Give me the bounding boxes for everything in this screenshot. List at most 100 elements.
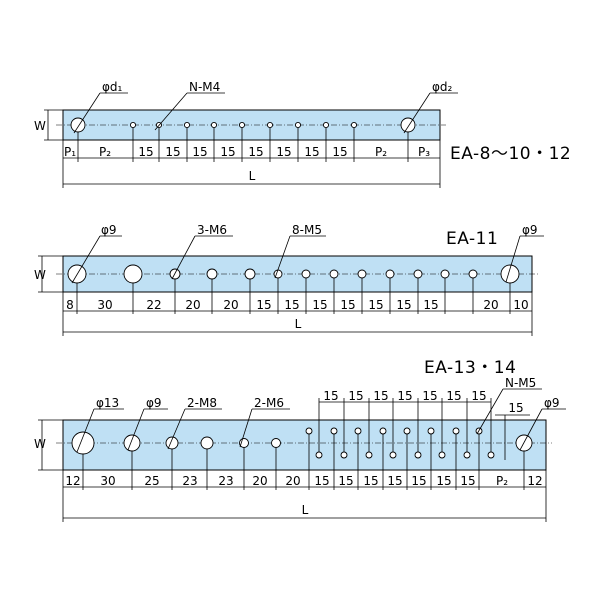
m5-hole bbox=[357, 269, 367, 279]
m5-hole bbox=[365, 451, 373, 459]
spacing-label: 15 bbox=[387, 474, 402, 488]
width-label: W bbox=[34, 437, 46, 451]
pitch-label: 15 bbox=[446, 389, 461, 403]
bar-ea-13-14 bbox=[62, 419, 547, 471]
m5-hole bbox=[385, 269, 395, 279]
m5-hole bbox=[414, 451, 422, 459]
spacing-label: 30 bbox=[100, 474, 115, 488]
spacing-label: 20 bbox=[285, 474, 300, 488]
mounting-hole-9 bbox=[123, 434, 141, 452]
spacing-label: 20 bbox=[185, 298, 200, 312]
label-d2: φd₂ bbox=[432, 80, 453, 94]
m4-hole bbox=[322, 121, 330, 129]
model-name: EA-13・14 bbox=[424, 358, 516, 378]
m8-hole bbox=[200, 436, 214, 450]
spacing-label: 15 bbox=[338, 474, 353, 488]
label-phi9-left: φ9 bbox=[101, 223, 117, 237]
mounting-hole-9 bbox=[123, 264, 143, 284]
spacing-label: 15 bbox=[256, 298, 271, 312]
m5-hole bbox=[305, 427, 313, 435]
spacing-ticks-1 bbox=[62, 128, 441, 188]
spacing-label: 20 bbox=[252, 474, 267, 488]
m4-hole bbox=[129, 121, 137, 129]
spacing-label: 15 bbox=[192, 145, 207, 159]
model-name: EA-8～10・12 bbox=[450, 144, 571, 164]
mounting-hole-d2 bbox=[400, 117, 416, 133]
spacing-ticks-2 bbox=[62, 278, 533, 336]
spacing-labels-2: 8 30 22 20 20 15 15 15 15 15 15 15 20 10 bbox=[66, 298, 528, 312]
m5-hole bbox=[329, 269, 339, 279]
length-label: L bbox=[302, 503, 309, 517]
side-pitch-label: 15 bbox=[508, 401, 523, 415]
spacing-label: 30 bbox=[97, 298, 112, 312]
m5-hole bbox=[403, 427, 411, 435]
diagram-ea-11: W φ9 3-M6 8-M5 φ9 bbox=[34, 223, 544, 336]
label-3-m6: 3-M6 bbox=[197, 223, 227, 237]
spacing-label: 15 bbox=[314, 474, 329, 488]
spacing-label: 12 bbox=[65, 474, 80, 488]
spacing-label: P₃ bbox=[418, 145, 430, 159]
spacing-label: 15 bbox=[368, 298, 383, 312]
spacing-label: 22 bbox=[146, 298, 161, 312]
spacing-label: 15 bbox=[423, 298, 438, 312]
m5-hole bbox=[463, 451, 471, 459]
m4-hole bbox=[238, 121, 246, 129]
spacing-label: 15 bbox=[363, 474, 378, 488]
spacing-label: 15 bbox=[248, 145, 263, 159]
spacing-labels-3: 12 30 25 23 23 20 20 15 15 15 15 15 15 1… bbox=[65, 474, 542, 488]
spacing-label: 15 bbox=[276, 145, 291, 159]
label-2-m8: 2-M8 bbox=[187, 396, 217, 410]
m5-hole bbox=[340, 451, 348, 459]
spacing-label: 15 bbox=[436, 474, 451, 488]
m5-hole bbox=[468, 269, 478, 279]
spacing-label: 15 bbox=[304, 145, 319, 159]
label-phi9-left: φ9 bbox=[146, 396, 162, 410]
m5-hole bbox=[354, 427, 362, 435]
m5-hole bbox=[301, 269, 311, 279]
width-label: W bbox=[34, 119, 46, 133]
spacing-label: 15 bbox=[332, 145, 347, 159]
label-n-m4: N-M4 bbox=[189, 80, 220, 94]
pitch-label: 15 bbox=[397, 389, 412, 403]
m5-holes-staggered bbox=[305, 427, 495, 459]
m5-hole bbox=[315, 451, 323, 459]
spacing-label: 20 bbox=[223, 298, 238, 312]
model-name: EA-11 bbox=[446, 229, 498, 249]
spacing-label: 15 bbox=[411, 474, 426, 488]
label-n-m5: N-M5 bbox=[505, 376, 536, 390]
spacing-label: P₂ bbox=[496, 474, 508, 488]
label-phi13: φ13 bbox=[96, 396, 119, 410]
spacing-label: 8 bbox=[66, 298, 74, 312]
spacing-label: P₂ bbox=[375, 145, 387, 159]
pitch-label: 15 bbox=[373, 389, 388, 403]
m4-hole bbox=[350, 121, 358, 129]
width-label: W bbox=[34, 268, 46, 282]
spacing-label: 15 bbox=[284, 298, 299, 312]
spacing-label: 23 bbox=[218, 474, 233, 488]
m6-hole bbox=[271, 438, 281, 448]
spacing-labels-1: P₁ P₂ 15 15 15 15 15 15 15 15 P₂ P₃ bbox=[64, 145, 430, 159]
m5-hole bbox=[452, 427, 460, 435]
m6-hole bbox=[206, 268, 218, 280]
spacing-label: 15 bbox=[138, 145, 153, 159]
spacing-label: 15 bbox=[460, 474, 475, 488]
spacing-label: 15 bbox=[220, 145, 235, 159]
mounting-hole-d1 bbox=[70, 117, 86, 133]
top-pitch-dimension: 15 15 15 15 15 15 15 bbox=[318, 389, 492, 452]
m5-hole bbox=[427, 427, 435, 435]
m4-hole bbox=[266, 121, 274, 129]
pitch-label: 15 bbox=[323, 389, 338, 403]
label-phi9-right: φ9 bbox=[522, 223, 538, 237]
diagram-ea-13-14: W bbox=[34, 358, 566, 522]
length-label: L bbox=[295, 317, 302, 331]
spacing-label: P₁ bbox=[64, 145, 76, 159]
length-label: L bbox=[249, 169, 256, 183]
spacing-label: 15 bbox=[340, 298, 355, 312]
spacing-label: 12 bbox=[527, 474, 542, 488]
m4-hole bbox=[294, 121, 302, 129]
spacing-label: 10 bbox=[513, 298, 528, 312]
mounting-hole-13 bbox=[71, 431, 95, 455]
m5-hole bbox=[440, 269, 450, 279]
m5-hole bbox=[487, 451, 495, 459]
